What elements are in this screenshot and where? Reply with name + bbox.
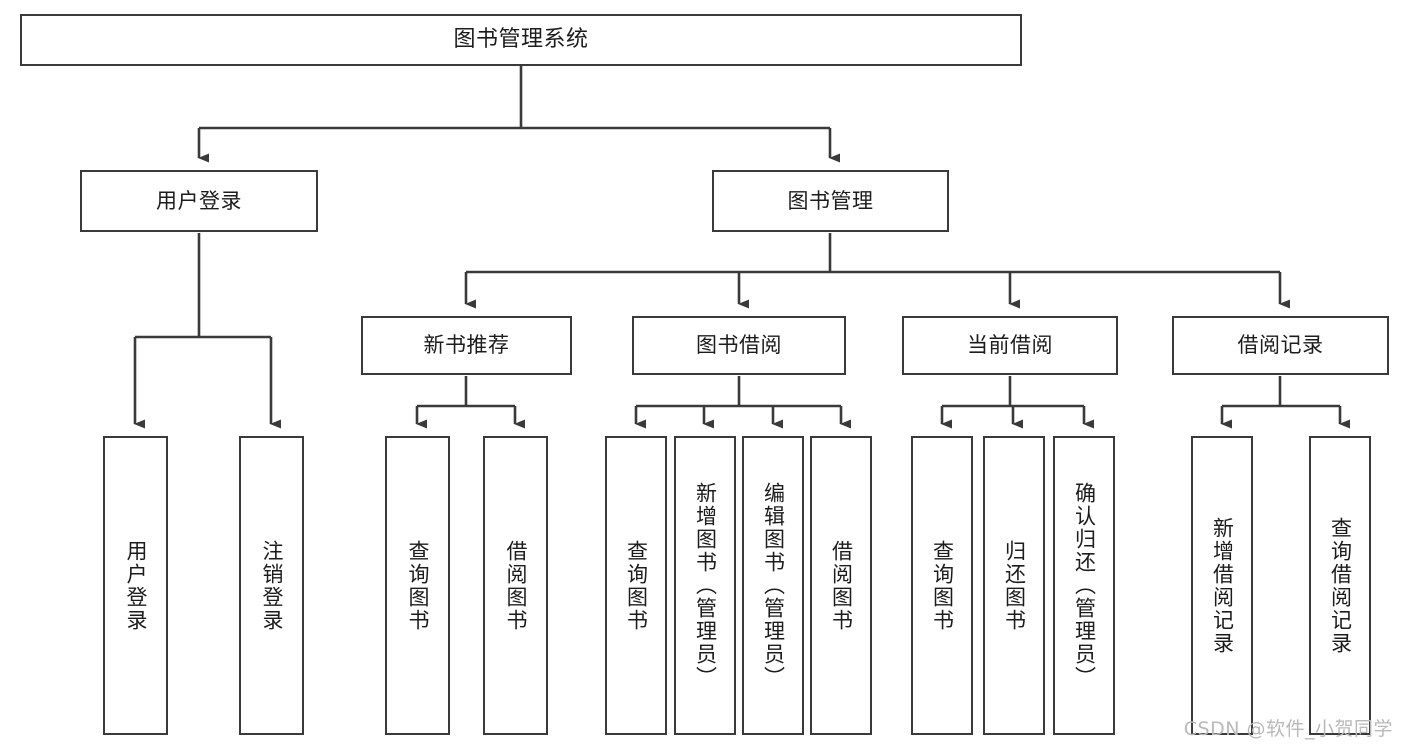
node-label: 图书管理: [787, 188, 874, 213]
leaf-user-login-login[interactable]: 用户登录: [103, 436, 168, 735]
node-label: 图书借阅: [696, 333, 782, 358]
node-label: 借阅记录: [1237, 333, 1324, 358]
leaf-current-borrow-query-book[interactable]: 查询图书: [911, 436, 973, 735]
node-label: 确认归还（管理员）: [1072, 482, 1097, 689]
node-borrow-record[interactable]: 借阅记录: [1172, 316, 1389, 375]
node-root-book-management-system[interactable]: 图书管理系统: [20, 14, 1022, 66]
node-new-book-recommend[interactable]: 新书推荐: [361, 316, 572, 375]
node-label: 借阅图书: [503, 539, 528, 632]
leaf-borrow-record-add-record[interactable]: 新增借阅记录: [1191, 436, 1253, 735]
node-label: 新增借阅记录: [1210, 516, 1235, 655]
node-user-login[interactable]: 用户登录: [80, 170, 318, 232]
leaf-user-login-logout[interactable]: 注销登录: [239, 436, 304, 735]
node-label: 查询图书: [405, 539, 430, 632]
leaf-new-book-borrow-book[interactable]: 借阅图书: [483, 436, 548, 735]
leaf-borrow-record-query-record[interactable]: 查询借阅记录: [1309, 436, 1371, 735]
node-label: 新书推荐: [423, 333, 510, 358]
leaf-book-borrow-add-book-admin[interactable]: 新增图书（管理员）: [674, 436, 736, 735]
node-label: 归还图书: [1002, 539, 1027, 632]
node-label: 查询借阅记录: [1328, 516, 1353, 655]
watermark: CSDN @软件_小贺同学: [1183, 718, 1393, 740]
node-label: 用户登录: [156, 188, 242, 213]
node-current-borrow[interactable]: 当前借阅: [902, 316, 1118, 375]
leaf-new-book-query-book[interactable]: 查询图书: [385, 436, 450, 735]
node-label: 编辑图书（管理员）: [761, 482, 786, 689]
leaf-current-borrow-return-book[interactable]: 归还图书: [983, 436, 1045, 735]
node-label: 新增图书（管理员）: [693, 482, 718, 689]
node-label: 查询图书: [930, 539, 955, 632]
node-label: 用户登录: [123, 539, 148, 632]
leaf-book-borrow-borrow-book[interactable]: 借阅图书: [810, 436, 872, 735]
node-label: 注销登录: [259, 539, 284, 632]
node-label: 图书管理系统: [453, 27, 589, 53]
leaf-book-borrow-edit-book-admin[interactable]: 编辑图书（管理员）: [742, 436, 804, 735]
node-label: 借阅图书: [829, 539, 854, 632]
node-label: 查询图书: [624, 539, 649, 632]
node-book-management[interactable]: 图书管理: [712, 170, 949, 232]
node-label: 当前借阅: [967, 333, 1053, 358]
leaf-book-borrow-query-book[interactable]: 查询图书: [605, 436, 667, 735]
leaf-current-borrow-confirm-return-admin[interactable]: 确认归还（管理员）: [1053, 436, 1115, 735]
node-book-borrow[interactable]: 图书借阅: [632, 316, 846, 375]
